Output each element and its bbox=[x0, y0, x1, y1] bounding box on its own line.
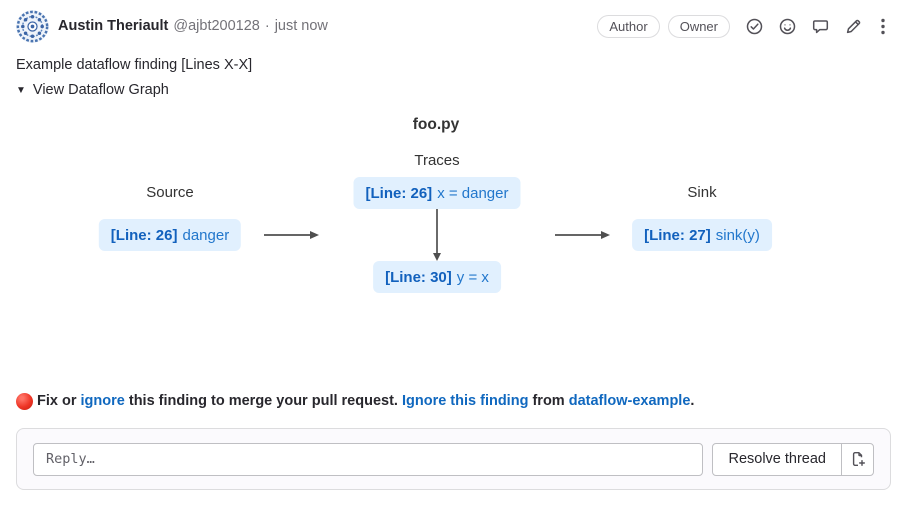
reply-input[interactable] bbox=[33, 442, 704, 476]
graph-node-trace-1: [Line: 26] x = danger bbox=[353, 177, 521, 209]
ignore-link[interactable]: ignore bbox=[80, 393, 125, 409]
node-code: x = danger bbox=[437, 184, 509, 202]
node-code: y = x bbox=[456, 268, 489, 286]
node-line-ref: [Line: 30] bbox=[385, 268, 452, 286]
merge-status-line: Fix or ignore this finding to merge your… bbox=[16, 392, 891, 411]
graph-node-trace-2: [Line: 30] y = x bbox=[373, 261, 501, 293]
red-circle-icon bbox=[16, 393, 33, 410]
graph-node-sink: [Line: 27] sink(y) bbox=[632, 219, 772, 251]
node-line-ref: [Line: 27] bbox=[644, 226, 711, 244]
toggle-label: View Dataflow Graph bbox=[32, 82, 169, 98]
view-dataflow-graph-toggle[interactable]: ▼ View Dataflow Graph bbox=[16, 82, 169, 98]
separator-dot: · bbox=[264, 18, 270, 34]
comment-icon[interactable] bbox=[812, 17, 829, 35]
graph-node-source: [Line: 26] danger bbox=[98, 219, 242, 251]
badge-author: Author bbox=[597, 14, 660, 38]
timestamp[interactable]: just now bbox=[274, 18, 328, 34]
badge-owner: Owner bbox=[667, 14, 730, 38]
author-handle: @ajbt200128 bbox=[173, 18, 260, 34]
author-name: Austin Theriault bbox=[58, 18, 169, 34]
project-link[interactable]: dataflow-example bbox=[568, 393, 691, 409]
chevron-down-icon: ▼ bbox=[16, 84, 26, 96]
node-code: danger bbox=[182, 226, 230, 244]
dataflow-graph: foo.py Traces Source Sink [Line: 26] x =… bbox=[0, 105, 907, 387]
status-text: this finding to merge your pull request. bbox=[124, 393, 402, 409]
create-issue-button[interactable] bbox=[841, 442, 874, 476]
thread-actions: Resolve thread bbox=[712, 442, 874, 476]
ignore-this-finding-link[interactable]: Ignore this finding bbox=[401, 393, 529, 409]
arrow-traces-to-sink bbox=[555, 231, 610, 239]
create-issue-icon bbox=[852, 452, 865, 466]
reply-container: Resolve thread bbox=[16, 428, 891, 490]
node-line-ref: [Line: 26] bbox=[110, 226, 178, 244]
arrow-trace1-to-trace2 bbox=[433, 209, 441, 261]
resolve-check-icon[interactable] bbox=[746, 17, 763, 35]
status-text: Fix or bbox=[37, 393, 81, 409]
edit-icon[interactable] bbox=[845, 17, 862, 35]
graph-label-source: Source bbox=[146, 184, 194, 201]
more-options-icon[interactable] bbox=[878, 17, 888, 35]
graph-file-title: foo.py bbox=[412, 116, 460, 133]
emoji-reaction-icon[interactable] bbox=[779, 17, 796, 35]
arrow-source-to-traces bbox=[264, 231, 319, 239]
comment-body-text: Example dataflow finding [Lines X-X] bbox=[16, 57, 253, 73]
graph-label-sink: Sink bbox=[687, 184, 717, 201]
node-code: sink(y) bbox=[715, 226, 760, 244]
graph-label-traces: Traces bbox=[414, 152, 460, 169]
status-text: . bbox=[690, 393, 695, 409]
status-text: from bbox=[528, 393, 569, 409]
comment-header: Austin Theriault @ajbt200128 · just now … bbox=[16, 9, 888, 43]
avatar[interactable] bbox=[16, 9, 49, 43]
resolve-thread-button[interactable]: Resolve thread bbox=[712, 442, 842, 476]
node-line-ref: [Line: 26] bbox=[365, 184, 433, 202]
